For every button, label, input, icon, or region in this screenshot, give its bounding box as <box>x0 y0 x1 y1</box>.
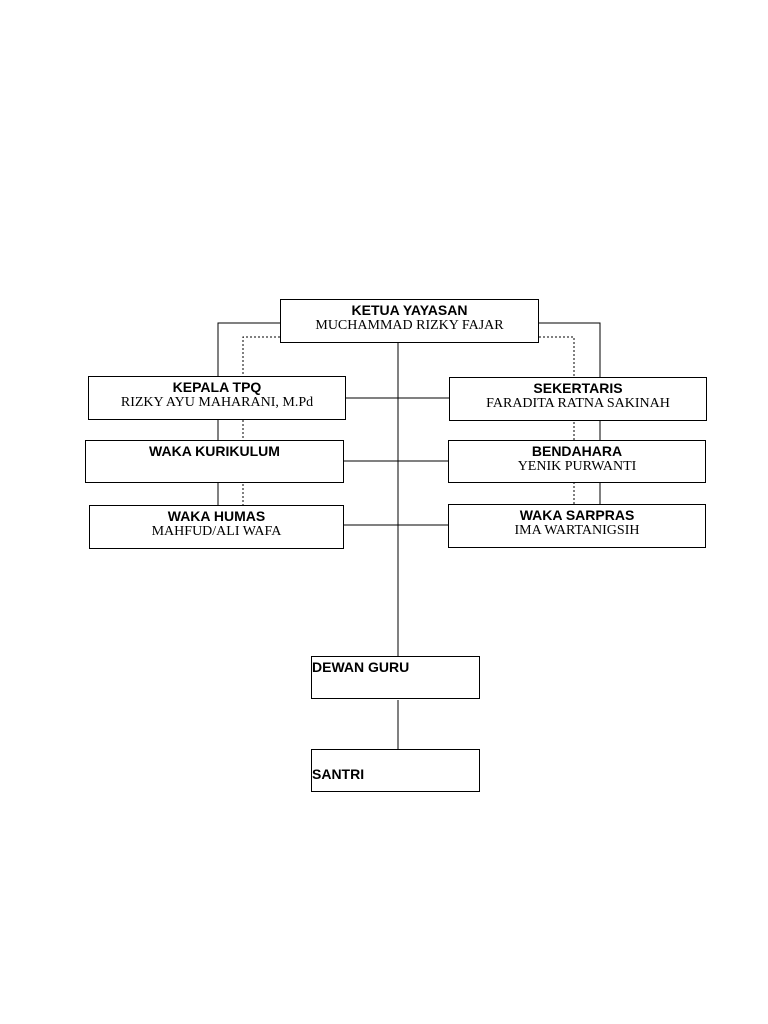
santri-box: SANTRI <box>311 749 480 792</box>
kepala-tpq-name: RIZKY AYU MAHARANI, M.Pd <box>120 395 314 410</box>
dewan-guru-box: DEWAN GURU <box>311 656 480 699</box>
waka-sarpras-name: IMA WARTANIGSIH <box>514 523 640 538</box>
waka-sarpras-title: WAKA SARPRAS <box>519 507 635 523</box>
kepala-tpq-box: KEPALA TPQ RIZKY AYU MAHARANI, M.Pd <box>88 376 346 420</box>
sekertaris-title: SEKERTARIS <box>533 380 623 396</box>
bendahara-name: YENIK PURWANTI <box>517 459 637 474</box>
sekertaris-name: FARADITA RATNA SAKINAH <box>486 396 670 411</box>
santri-title: SANTRI <box>312 766 365 782</box>
ketua-yayasan-box: KETUA YAYASAN MUCHAMMAD RIZKY FAJAR <box>280 299 539 343</box>
waka-humas-name: MAHFUD/ALI WAFA <box>151 524 282 539</box>
waka-humas-title: WAKA HUMAS <box>167 508 266 524</box>
bendahara-title: BENDAHARA <box>531 443 623 459</box>
kepala-tpq-title: KEPALA TPQ <box>172 379 262 395</box>
ketua-name: MUCHAMMAD RIZKY FAJAR <box>315 318 504 333</box>
waka-sarpras-box: WAKA SARPRAS IMA WARTANIGSIH <box>448 504 706 548</box>
waka-humas-box: WAKA HUMAS MAHFUD/ALI WAFA <box>89 505 344 549</box>
ketua-title: KETUA YAYASAN <box>351 302 468 318</box>
sekertaris-box: SEKERTARIS FARADITA RATNA SAKINAH <box>449 377 707 421</box>
dewan-guru-title: DEWAN GURU <box>312 659 410 675</box>
waka-kurikulum-title: WAKA KURIKULUM <box>149 443 280 459</box>
bendahara-box: BENDAHARA YENIK PURWANTI <box>448 440 706 483</box>
waka-kurikulum-box: WAKA KURIKULUM <box>85 440 344 483</box>
